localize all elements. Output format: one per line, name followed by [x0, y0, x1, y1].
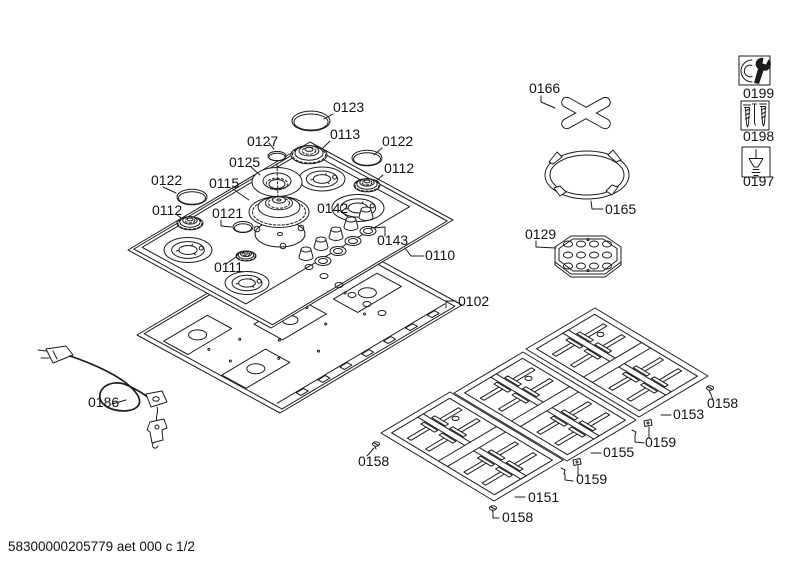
wok-ring-0165	[544, 149, 630, 200]
part-label-0166: 0166	[529, 80, 560, 96]
part-label-0127: 0127	[247, 133, 278, 149]
part-label-0198: 0198	[743, 128, 774, 144]
pan-supports-drawing	[380, 307, 709, 502]
document-code: 58300000205779 aet 000 c 1/2	[8, 539, 195, 554]
plate-holes	[563, 237, 612, 273]
screw-0158-bottom	[489, 505, 497, 513]
part-label-0143: 0143	[377, 232, 408, 248]
part-label-0110: 0110	[425, 247, 455, 263]
part-label-0142: 0142	[317, 200, 348, 216]
burner-plate-0129	[554, 235, 622, 278]
part-label-0111: 0111	[214, 259, 243, 275]
part-label-0155: 0155	[603, 444, 634, 460]
screw-0158-left	[372, 441, 380, 450]
part-label-0153: 0153	[673, 406, 704, 422]
part-label-0102: 0102	[458, 293, 489, 309]
part-label-0112-left: 0112	[152, 202, 182, 218]
wrench-icon	[738, 55, 771, 86]
part-label-0158-left: 0158	[358, 453, 389, 469]
part-label-0159-upper: 0159	[645, 434, 676, 450]
part-label-0121: 0121	[212, 205, 243, 221]
fastener-icon	[741, 146, 771, 178]
part-label-0197: 0197	[743, 173, 774, 189]
part-label-0159-lower: 0159	[576, 471, 607, 487]
part-label-0129: 0129	[525, 226, 556, 242]
screw-0158-right	[706, 385, 714, 394]
part-label-0113: 0113	[330, 126, 360, 142]
part-number-labels: 0123 0113 0127 0122 0112 0125 0115 0122 …	[88, 80, 774, 525]
clip-0159-lower	[560, 458, 582, 475]
part-label-0115: 0115	[209, 175, 239, 191]
part-label-0112-right: 0112	[384, 160, 414, 176]
plug-icon	[45, 345, 74, 364]
part-label-0158-bottom: 0158	[502, 509, 533, 525]
part-label-0151: 0151	[528, 489, 559, 505]
wok-accessories-drawing	[544, 96, 630, 278]
wok-cross-0166	[561, 96, 611, 130]
part-label-0158-right: 0158	[707, 395, 738, 411]
part-label-0122-left: 0122	[151, 172, 182, 188]
part-label-0123: 0123	[333, 99, 364, 115]
part-label-0125: 0125	[229, 154, 260, 170]
part-label-0186: 0186	[88, 394, 119, 410]
leader-lines	[111, 95, 714, 519]
igniter-unit	[145, 390, 168, 408]
part-label-0122-right: 0122	[382, 133, 413, 149]
small-fixings-drawing	[372, 385, 714, 513]
exploded-burner-parts	[176, 110, 383, 262]
part-label-0165: 0165	[605, 201, 636, 217]
clip-0159-upper	[631, 419, 653, 437]
tool-icons	[738, 55, 771, 178]
power-cord-drawing	[37, 345, 168, 449]
part-label-0199: 0199	[743, 85, 774, 101]
screws-icon	[740, 100, 770, 131]
